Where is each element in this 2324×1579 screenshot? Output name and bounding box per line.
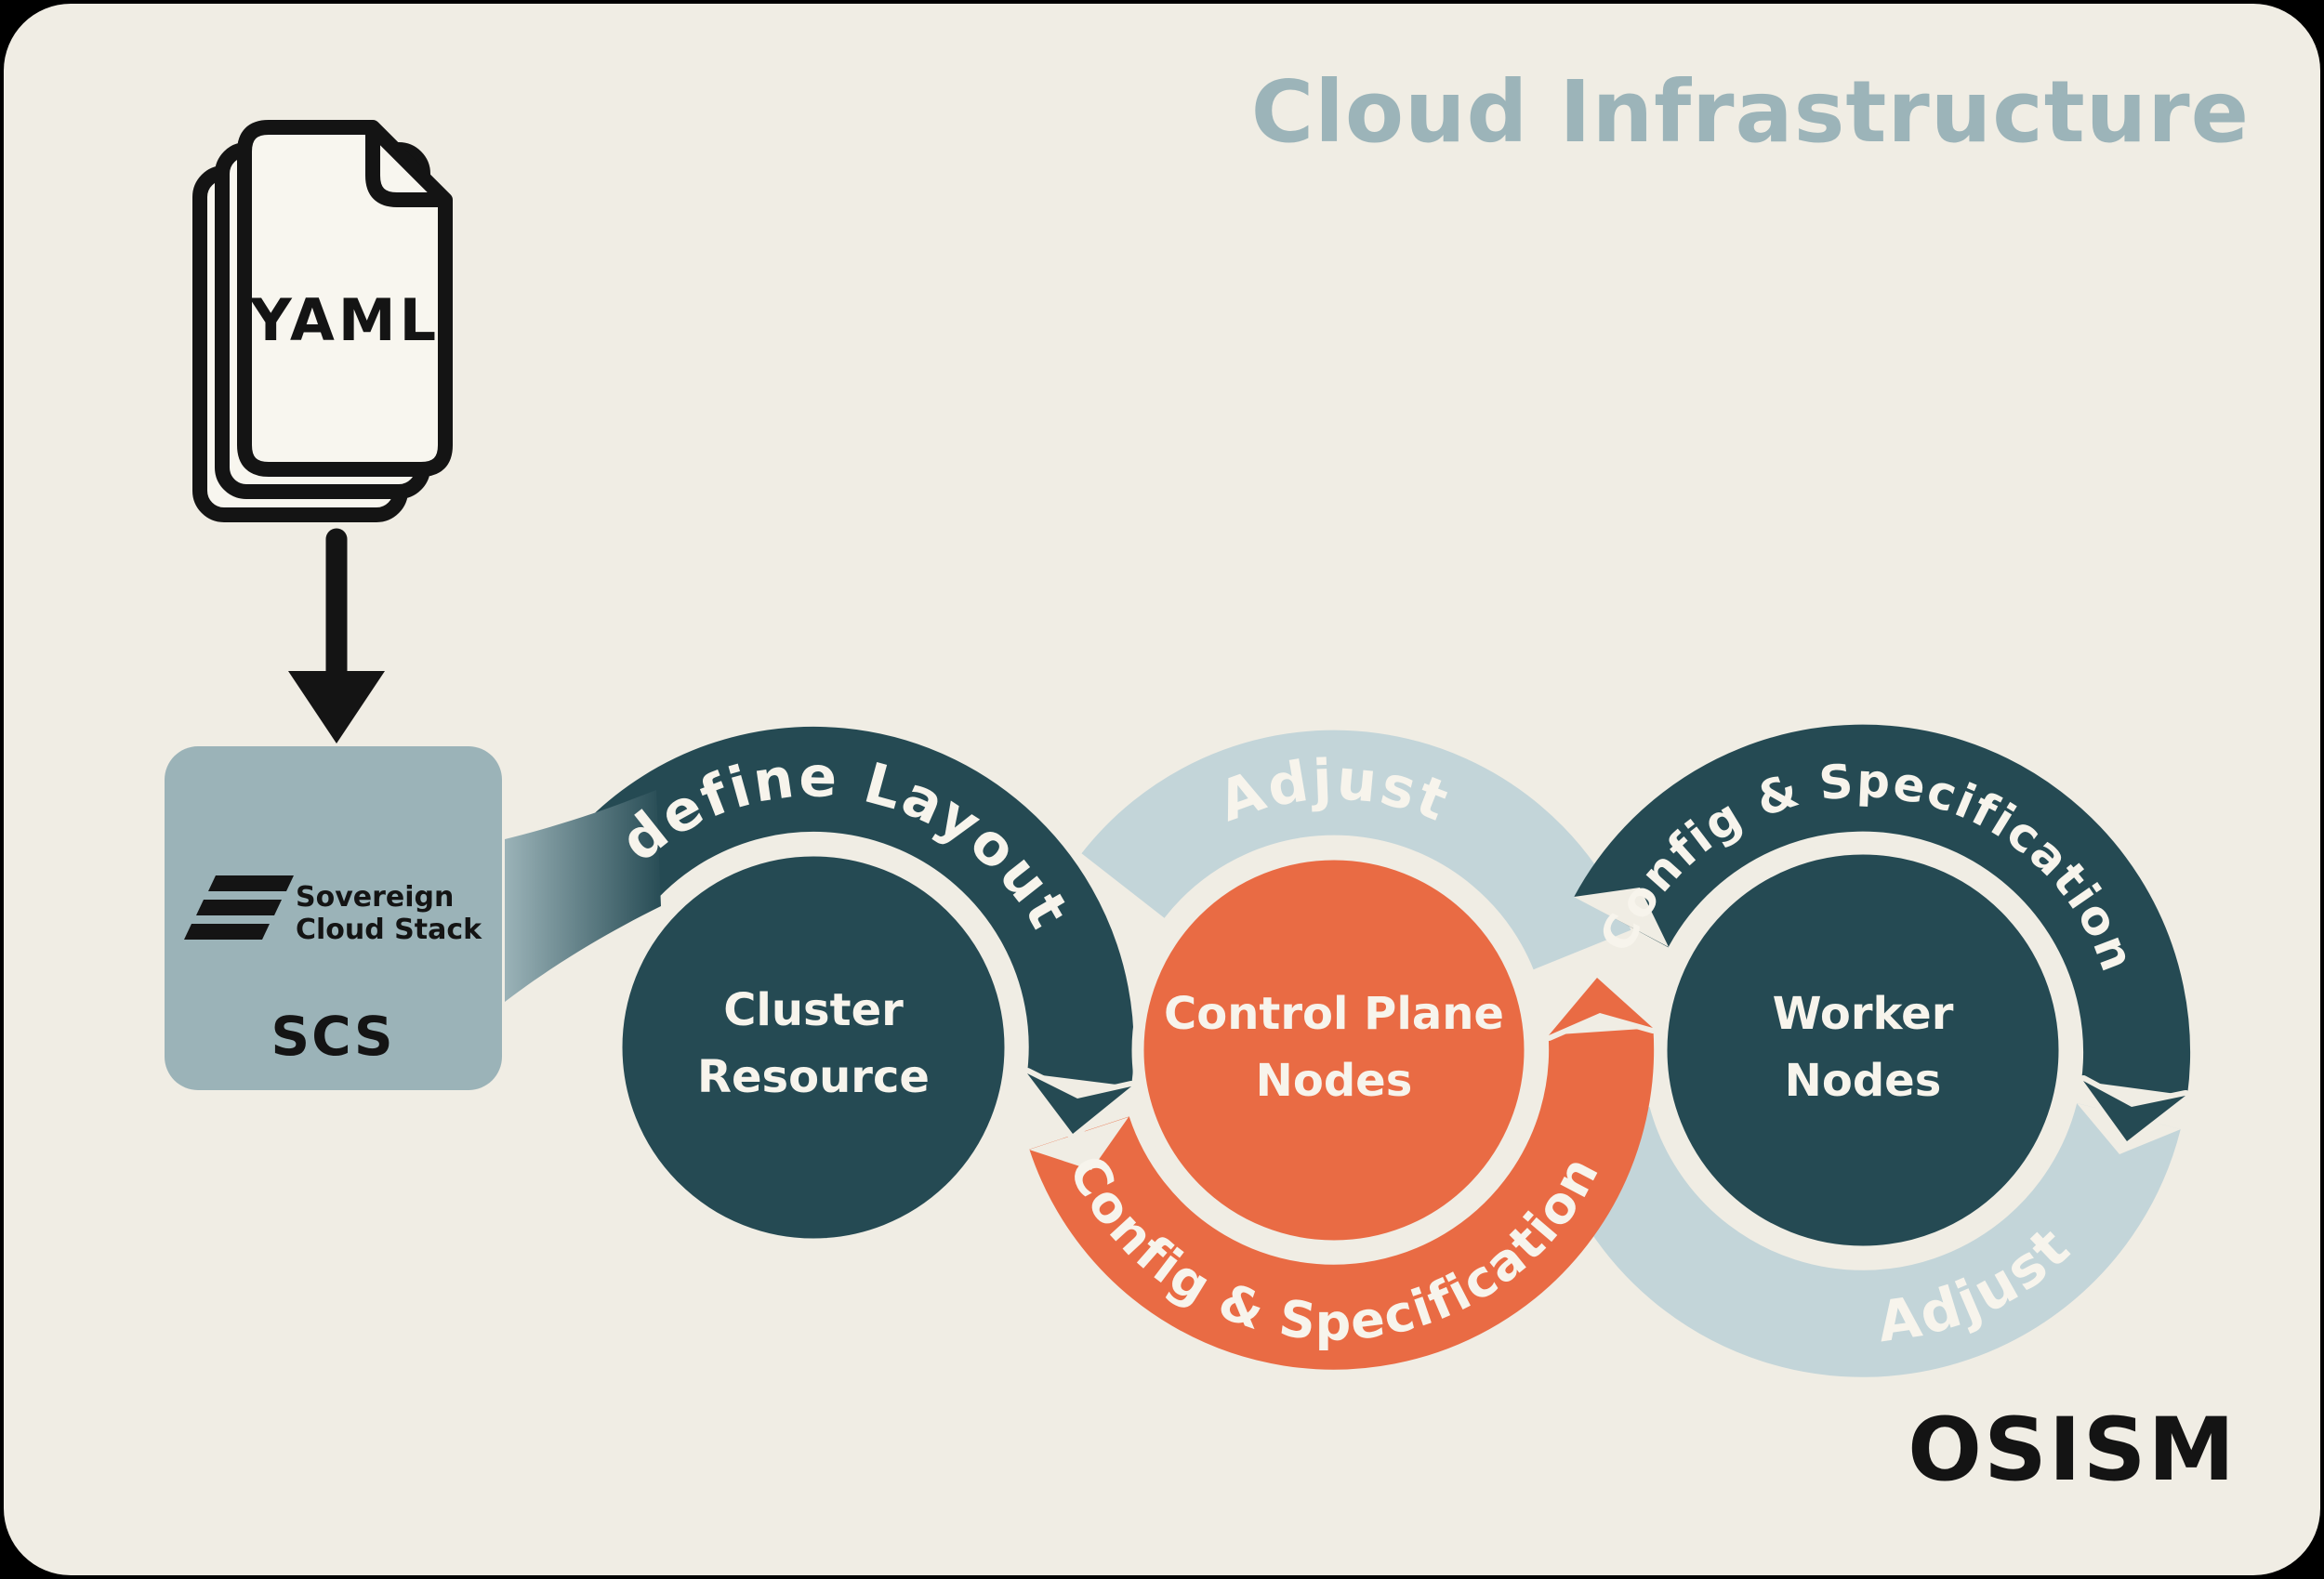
arc-config-spec-worker	[1574, 724, 2191, 1147]
node-control-plane	[1131, 848, 1537, 1253]
node-label-cluster-line1: Cluster	[723, 984, 904, 1036]
scs-box-label: SCS	[271, 1005, 394, 1068]
scs-logo-text-line2: Cloud Stack	[296, 914, 482, 946]
arrowhead-define-layout	[1022, 1068, 1137, 1139]
brand-label: OSISM	[1908, 1400, 2237, 1501]
node-label-control-line1: Control Plane	[1164, 988, 1504, 1040]
node-label-control-line2: Nodes	[1256, 1055, 1413, 1107]
node-label-worker-line2: Nodes	[1785, 1055, 1942, 1107]
scs-box: Sovereign Cloud Stack SCS	[165, 746, 502, 1090]
yaml-page-fold	[365, 127, 445, 207]
node-label-worker-line1: Worker	[1773, 988, 1954, 1040]
yaml-file-label: YAML	[249, 286, 440, 354]
arc-adjust-control-plane	[1081, 730, 1631, 970]
yaml-file-icon	[192, 120, 453, 522]
node-cluster-resource	[610, 844, 1017, 1251]
scs-flow-ribbon	[505, 790, 661, 1002]
scs-logo-icon	[184, 875, 294, 940]
page-title: Cloud Infrastructure	[1251, 62, 2250, 162]
arc-define-layout	[505, 726, 1137, 1139]
scs-logo-text-line1: Sovereign	[296, 881, 454, 914]
node-worker	[1655, 842, 2071, 1258]
node-label-cluster-line2: Resource	[697, 1051, 930, 1103]
arrowhead-config-spec-worker	[2078, 1075, 2191, 1147]
notch-config-spec-worker	[1574, 888, 1669, 947]
arc-config-spec-control	[1029, 972, 1658, 1370]
down-arrow-icon	[288, 528, 385, 743]
notch-config-spec-control	[1029, 1117, 1129, 1170]
yaml-page-front	[237, 120, 453, 477]
arrowhead-config-spec-control	[1543, 972, 1658, 1041]
scs-box-panel	[165, 746, 502, 1090]
